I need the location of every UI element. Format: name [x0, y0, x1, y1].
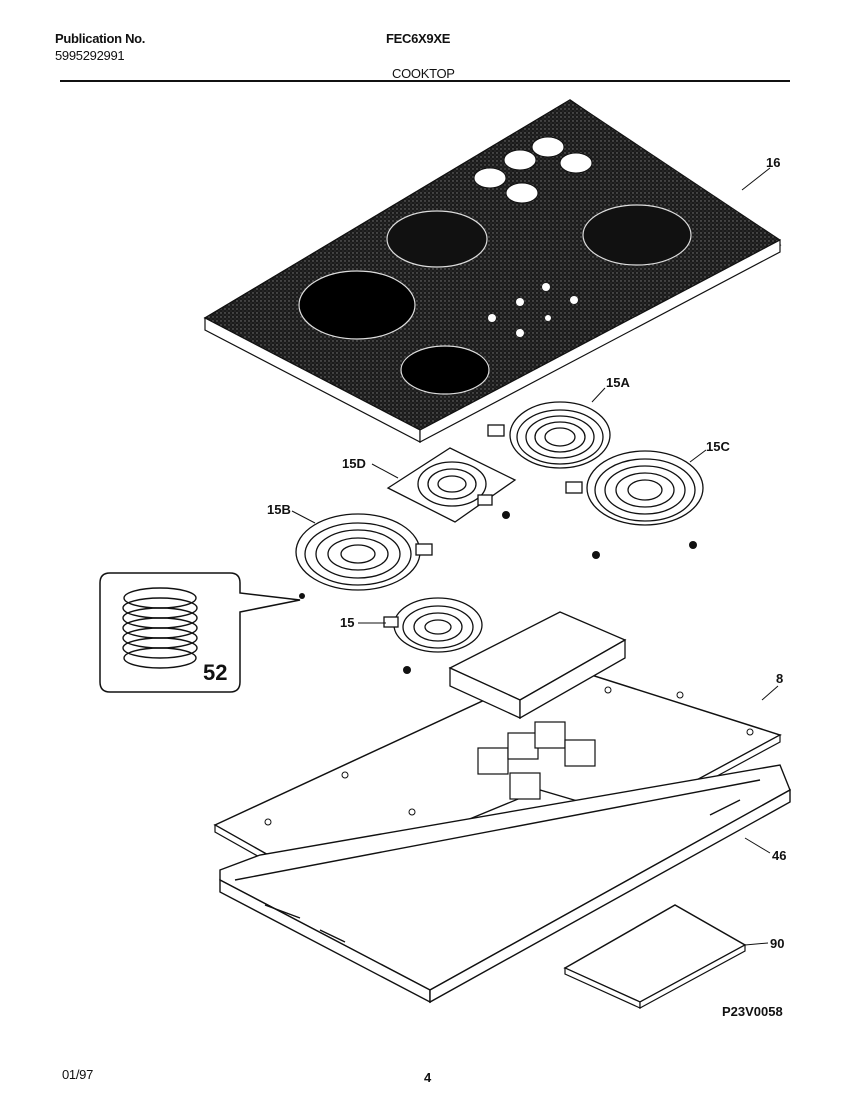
publication-number: 5995292991 — [55, 48, 125, 63]
screw-icon — [592, 551, 600, 559]
surface-element-15c — [565, 450, 704, 526]
control-block — [448, 611, 627, 720]
callout-8: 8 — [776, 671, 783, 686]
publication-label: Publication No. — [55, 31, 146, 46]
leader-8 — [761, 685, 779, 701]
footer-date: 01/97 — [62, 1067, 94, 1082]
page-number: 4 — [424, 1070, 431, 1085]
switch-icon — [477, 721, 596, 800]
surface-element-15b — [295, 513, 433, 591]
drawing-code: P23V0058 — [722, 1004, 783, 1019]
callout-16: 16 — [766, 155, 780, 170]
coil-spring-icon — [122, 587, 198, 669]
callout-46: 46 — [772, 848, 786, 863]
chassis-frame — [219, 764, 791, 1004]
surface-element-15d — [386, 447, 517, 523]
leader-46 — [744, 837, 771, 854]
screw-icon — [299, 593, 305, 599]
callout-15: 15 — [340, 615, 354, 630]
surface-element-15a — [487, 401, 611, 469]
callout-15b: 15B — [267, 502, 291, 517]
screw-icon — [403, 666, 411, 674]
leader-15a — [591, 387, 606, 403]
screw-icon — [502, 511, 510, 519]
inset-box-52 — [99, 572, 301, 693]
callout-15a: 15A — [606, 375, 630, 390]
callout-15c: 15C — [706, 439, 730, 454]
leader-90 — [744, 942, 769, 946]
screw-icon — [689, 541, 697, 549]
cover-plate — [563, 904, 747, 1010]
callout-90: 90 — [770, 936, 784, 951]
leader-15b — [291, 510, 316, 524]
callout-52: 52 — [203, 660, 227, 685]
leader-15d — [371, 463, 399, 479]
callout-15d: 15D — [342, 456, 366, 471]
leader-16 — [741, 167, 771, 191]
section-title: COOKTOP — [392, 66, 455, 81]
surface-element-15 — [383, 597, 483, 653]
leader-15c — [689, 449, 707, 463]
header-rule — [60, 80, 790, 82]
model-number: FEC6X9XE — [386, 31, 451, 46]
cooktop-glass-top — [203, 99, 782, 443]
